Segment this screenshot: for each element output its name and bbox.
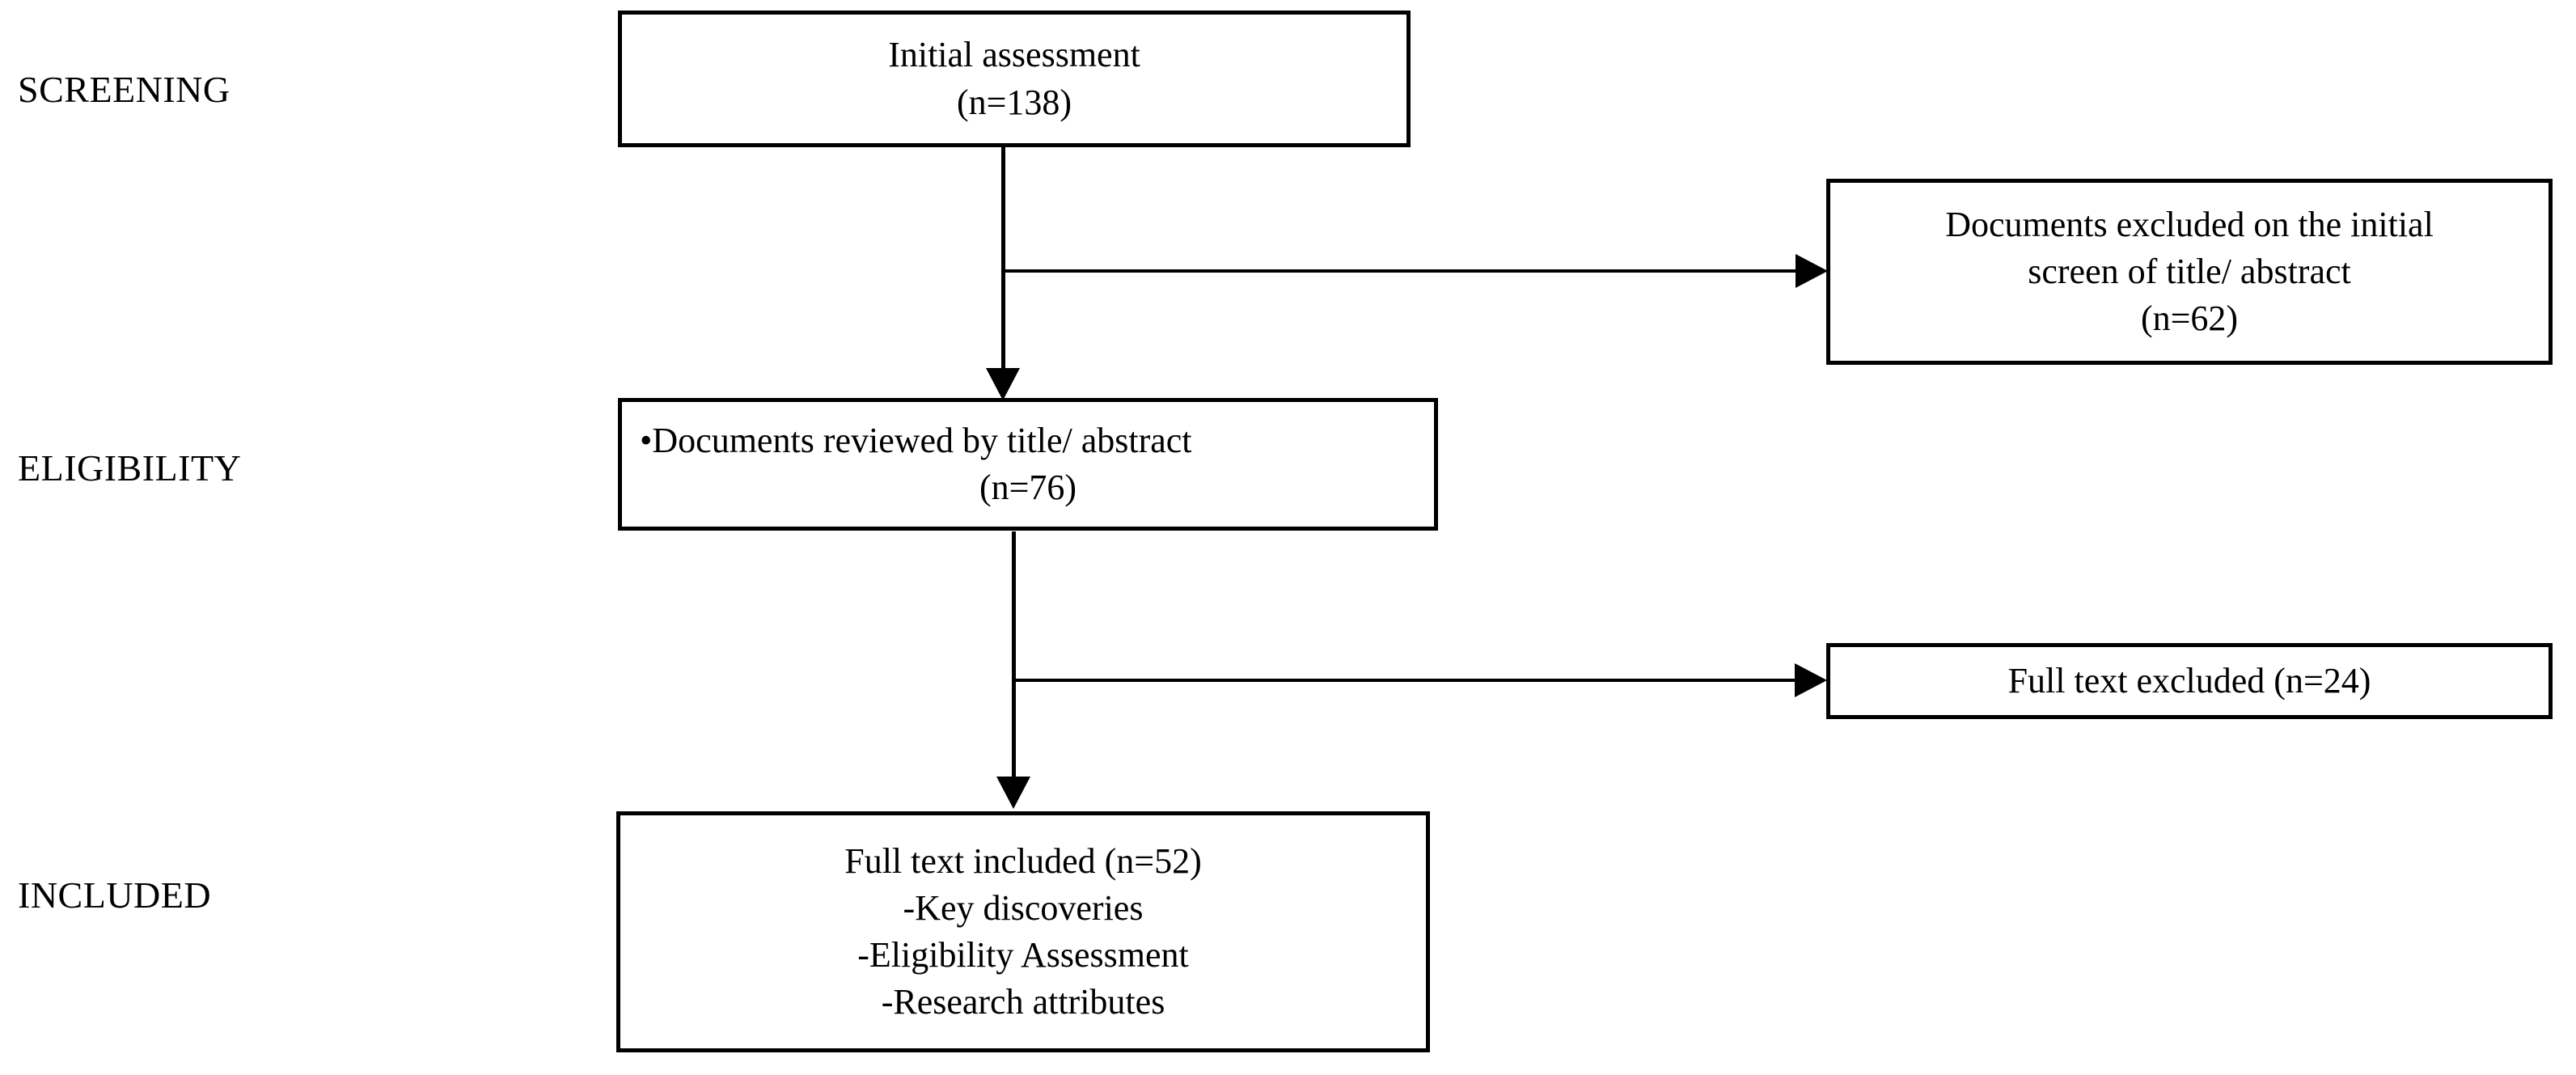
box-initial-assessment-line-1: Initial assessment (888, 35, 1140, 75)
box-full-text-included-line-4: -Research attributes (881, 982, 1165, 1022)
connector-reviewed-to-full-text-excluded (1013, 679, 1811, 682)
stage-label-included: INCLUDED (18, 874, 212, 916)
box-initial-assessment-line-2: (n=138) (956, 82, 1072, 122)
box-excluded-initial-screen-line-1: Documents excluded on the initial (1945, 204, 2434, 244)
connector-initial-to-reviewed-stem (1001, 146, 1005, 375)
stage-label-eligibility: ELIGIBILITY (18, 447, 242, 489)
arrowhead-reviewed-to-included (996, 777, 1030, 809)
box-full-text-included-line-2: -Key discoveries (903, 887, 1144, 928)
box-full-text-included-line-3: -Eligibility Assessment (857, 935, 1189, 975)
box-reviewed-title-abstract-line-1: •Documents reviewed by title/ abstract (640, 420, 1192, 460)
box-full-text-included-line-1: Full text included (n=52) (844, 840, 1202, 881)
box-full-text-excluded: Full text excluded (n=24) (1826, 643, 2553, 719)
connector-initial-to-excluded (1003, 269, 1812, 273)
box-reviewed-title-abstract-line-2: (n=76) (979, 468, 1077, 507)
box-full-text-excluded-line-1: Full text excluded (n=24) (2007, 660, 2371, 700)
stage-label-screening: SCREENING (18, 69, 231, 110)
arrowhead-reviewed-to-full-text-excluded (1795, 663, 1827, 697)
box-excluded-initial-screen-line-3: (n=62) (2140, 298, 2239, 339)
box-reviewed-title-abstract: •Documents reviewed by title/ abstract (… (618, 398, 1438, 531)
arrowhead-initial-to-excluded (1796, 254, 1828, 288)
box-excluded-initial-screen: Documents excluded on the initial screen… (1826, 179, 2553, 365)
connector-reviewed-to-included-stem (1012, 531, 1016, 781)
box-initial-assessment: Initial assessment (n=138) (618, 11, 1411, 147)
box-excluded-initial-screen-line-2: screen of title/ abstract (2028, 251, 2351, 291)
arrowhead-initial-to-reviewed (986, 368, 1020, 400)
box-full-text-included: Full text included (n=52) -Key discoveri… (616, 811, 1430, 1052)
